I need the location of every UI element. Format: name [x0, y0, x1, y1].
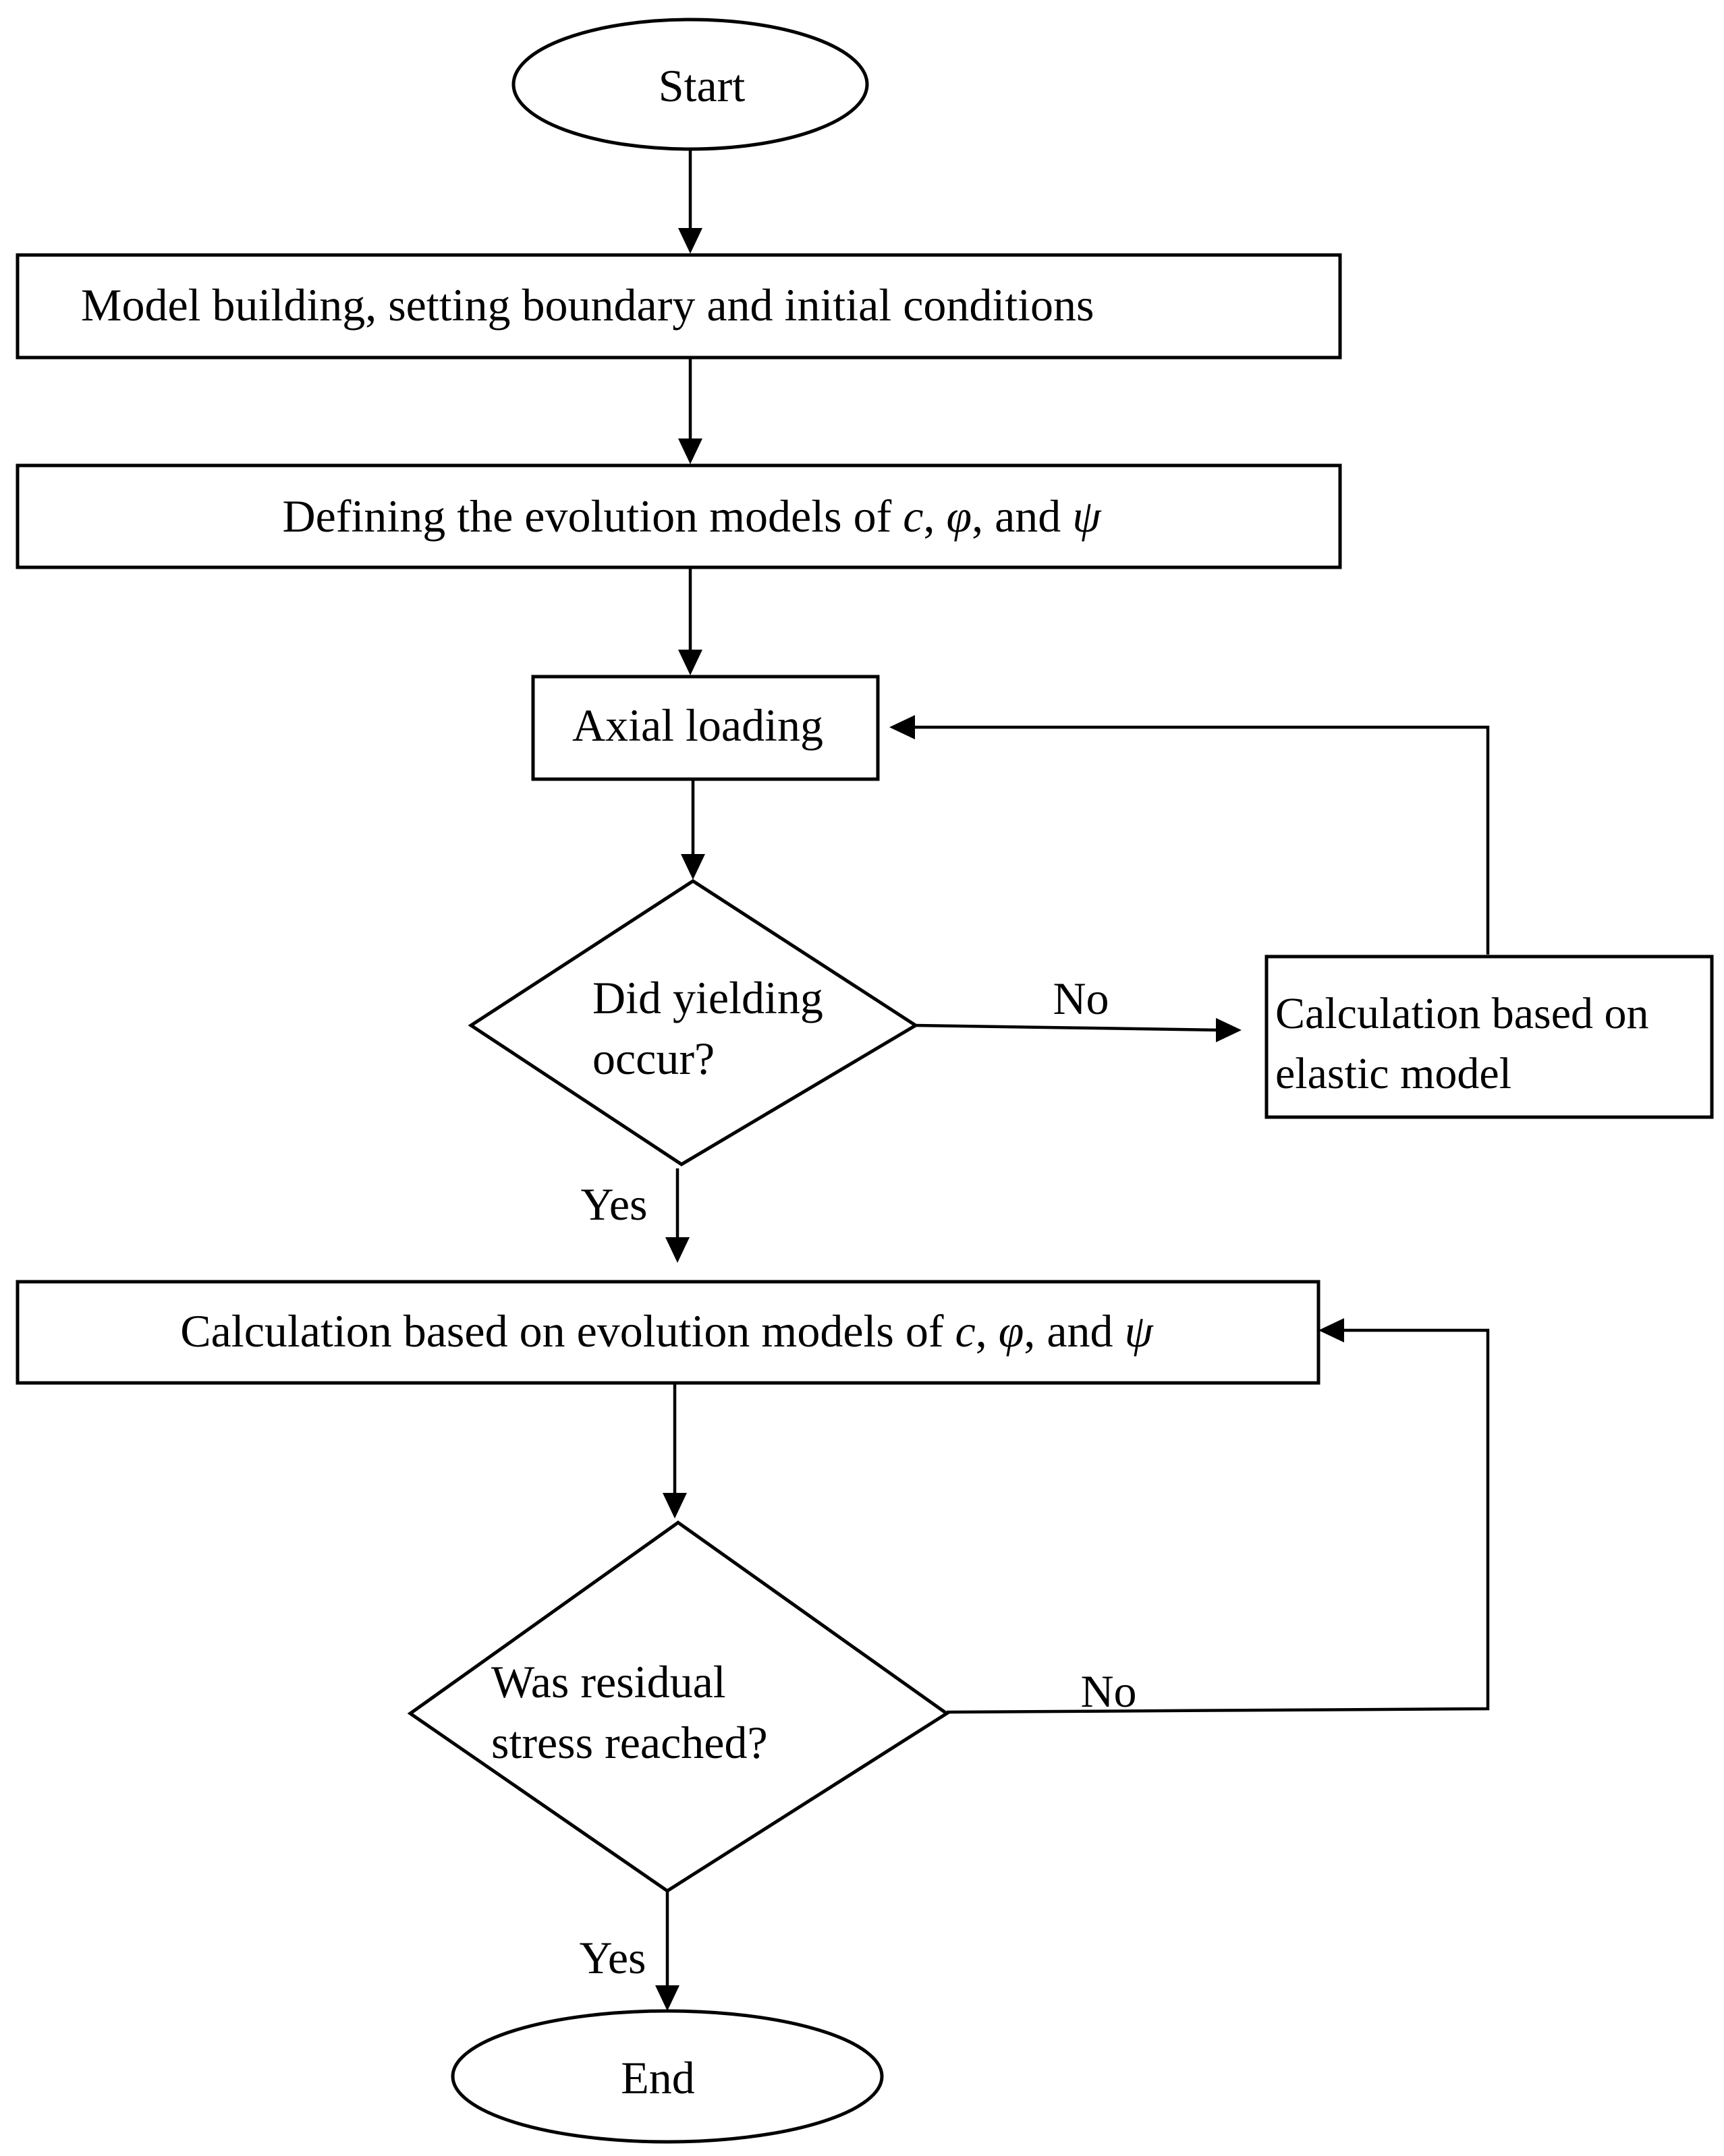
- residual-no-label: No: [1080, 1666, 1136, 1717]
- arrowhead: [678, 650, 702, 675]
- start-label: Start: [659, 60, 746, 111]
- yield-no-label: No: [1053, 973, 1109, 1024]
- evolution-calc-node: Calculation based on evolution models of…: [16, 1280, 1320, 1385]
- arrow-residual-no-loop-to-evolution: [946, 1328, 1490, 1714]
- arrow-yield-no-to-elastic: [915, 1023, 1222, 1032]
- elastic-calc-box: [1264, 955, 1714, 1119]
- defining-label: Defining the evolution models of c, φ, a…: [283, 490, 1103, 542]
- arrowhead: [665, 1237, 690, 1263]
- evolution-calc-box: [16, 1280, 1320, 1385]
- start-node: Start: [511, 18, 869, 151]
- arrow-elastic-loop-to-axial: [907, 725, 1490, 955]
- edge-labels: No Yes No Yes: [580, 973, 1137, 1983]
- arrowhead: [681, 854, 705, 880]
- model-building-node: Model building, setting boundary and ini…: [16, 253, 1342, 360]
- yield-label-line2: occur?: [592, 1033, 715, 1084]
- yield-decision-node: Did yielding occur?: [468, 879, 919, 1166]
- residual-label-line1: Was residual: [491, 1656, 726, 1707]
- axial-loading-label: Axial loading: [572, 700, 823, 751]
- residual-decision-node: Was residual stress reached?: [407, 1520, 950, 1893]
- residual-diamond: [407, 1520, 950, 1893]
- evolution-calc-label: Calculation based on evolution models of…: [180, 1305, 1154, 1357]
- end-ellipse: [451, 2009, 884, 2144]
- connectors: [655, 150, 1490, 2011]
- arrowhead: [1318, 1318, 1344, 1342]
- residual-label-line2: stress reached?: [491, 1717, 768, 1768]
- defining-node: Defining the evolution models of c, φ, a…: [16, 463, 1342, 569]
- arrowhead: [655, 1985, 679, 2011]
- arrowhead: [889, 715, 915, 739]
- arrowhead: [678, 438, 702, 464]
- end-node: End: [451, 2009, 884, 2144]
- elastic-calc-line2: elastic model: [1275, 1049, 1511, 1098]
- end-label: End: [621, 2052, 695, 2103]
- yield-label-line1: Did yielding: [592, 972, 823, 1023]
- yield-yes-label: Yes: [581, 1179, 648, 1230]
- axial-loading-box: [531, 675, 880, 781]
- model-building-box: [16, 253, 1342, 360]
- defining-box: [16, 463, 1342, 569]
- arrowhead: [678, 228, 702, 254]
- start-ellipse: [511, 18, 869, 151]
- axial-loading-node: Axial loading: [531, 675, 880, 781]
- elastic-calc-node: Calculation based on elastic model: [1264, 955, 1714, 1119]
- arrowhead: [1216, 1018, 1242, 1042]
- elastic-calc-line1: Calculation based on: [1275, 989, 1649, 1038]
- model-building-label: Model building, setting boundary and ini…: [81, 279, 1094, 331]
- residual-yes-label: Yes: [580, 1932, 646, 1983]
- yield-diamond: [468, 879, 919, 1166]
- arrowhead: [663, 1493, 687, 1519]
